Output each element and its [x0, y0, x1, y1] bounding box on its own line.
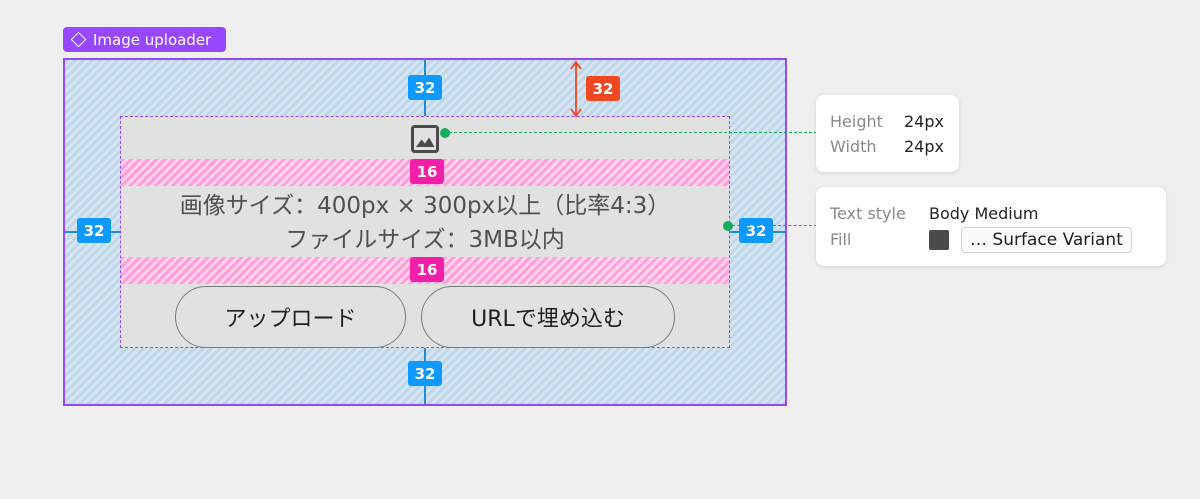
- fill-color-swatch[interactable]: [929, 229, 949, 250]
- bottom-padding-badge: 32: [408, 361, 442, 386]
- text-connector-line: [732, 225, 817, 226]
- size-requirements: 画像サイズ：400px × 300px以上（比率4:3） ファイルサイズ：3MB…: [121, 189, 729, 257]
- uploader-content[interactable]: 画像サイズ：400px × 300px以上（比率4:3） ファイルサイズ：3MB…: [120, 116, 730, 348]
- width-label: Width: [830, 137, 877, 156]
- file-size-text: ファイルサイズ：3MB以内: [285, 227, 565, 253]
- height-value: 24px: [904, 112, 944, 131]
- icon-size-card: Height 24px Width 24px: [816, 95, 959, 172]
- top-padding-badge: 32: [408, 75, 442, 100]
- icon-connector-line: [449, 132, 817, 133]
- image-icon: [411, 125, 439, 153]
- upload-button[interactable]: アップロード: [175, 286, 406, 348]
- component-icon: [70, 31, 87, 48]
- text-style-card: Text style Body Medium Fill … Surface Va…: [816, 187, 1166, 266]
- image-size-text: 画像サイズ：400px × 300px以上（比率4:3）: [179, 193, 671, 219]
- width-value: 24px: [904, 137, 944, 156]
- component-tag[interactable]: Image uploader: [63, 27, 226, 52]
- embed-url-button[interactable]: URLで埋め込む: [421, 286, 675, 348]
- text-style-label: Text style: [830, 204, 906, 223]
- height-label: Height: [830, 112, 883, 131]
- left-padding-badge: 32: [77, 218, 111, 243]
- top-measure-badge: 32: [586, 76, 620, 101]
- right-padding-badge: 32: [739, 218, 773, 243]
- fill-label: Fill: [830, 230, 852, 249]
- fill-variable-chip[interactable]: … Surface Variant: [961, 226, 1132, 253]
- icon-connector-dot: [440, 128, 450, 138]
- icon-gap-badge: 16: [410, 159, 444, 184]
- component-name: Image uploader: [93, 30, 212, 49]
- text-gap-badge: 16: [410, 257, 444, 282]
- text-style-value: Body Medium: [929, 204, 1039, 223]
- text-connector-dot: [723, 221, 733, 231]
- height-measure-arrow: [570, 60, 582, 118]
